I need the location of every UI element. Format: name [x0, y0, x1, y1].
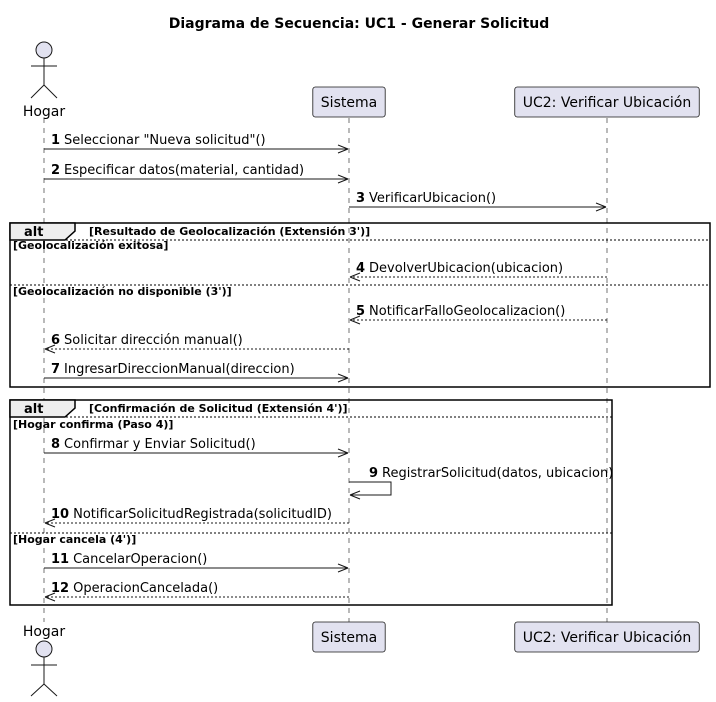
messages: 1 Seleccionar "Nueva solicitud"() 2 Especif…	[44, 133, 613, 602]
message-7: 7 IngresarDireccionManual(direccion)	[44, 362, 349, 383]
alt-fragment-1: alt [Resultado de Geolocalización (Extens…	[9, 222, 711, 388]
message-number: 5	[356, 304, 365, 319]
participant-label: Hogar	[23, 624, 66, 640]
participant-uc2-top: UC2: Verificar Ubicación	[514, 86, 700, 118]
message-9: 9 RegistrarSolicitud(datos, ubicacion)	[349, 466, 613, 500]
message-label: NotificarSolicitudRegistrada(solicitudID…	[73, 507, 332, 522]
message-number: 4	[356, 261, 365, 276]
message-2: 2 Especificar datos(material, cantidad)	[44, 163, 349, 184]
actor-icon	[35, 41, 53, 59]
message-number: 8	[51, 437, 60, 452]
participant-box	[514, 86, 700, 118]
fragment-label: [Confirmación de Solicitud (Extensión 4'…	[89, 402, 348, 415]
operand-guard: [Hogar confirma (Paso 4)]	[13, 418, 173, 431]
participant-box	[312, 621, 386, 653]
message-number: 3	[356, 191, 365, 206]
combined-fragments: alt [Resultado de Geolocalización (Extens…	[9, 222, 711, 606]
operand-guard: [Geolocalización no disponible (3')]	[13, 285, 232, 298]
actor-hogar-top: Hogar	[23, 41, 66, 120]
message-label: CancelarOperacion()	[73, 552, 207, 567]
fragment-label: [Resultado de Geolocalización (Extensión…	[89, 225, 370, 238]
message-number: 11	[51, 552, 69, 567]
message-number: 12	[51, 581, 69, 596]
participant-box	[312, 86, 386, 118]
participant-sistema-bottom: Sistema	[312, 621, 386, 653]
participant-label: Sistema	[321, 95, 377, 111]
message-5: 5 NotificarFalloGeolocalizacion()	[349, 304, 607, 325]
message-label: RegistrarSolicitud(datos, ubicacion)	[382, 466, 613, 481]
message-number: 10	[51, 507, 69, 522]
message-number: 6	[51, 333, 60, 348]
participant-label: UC2: Verificar Ubicación	[523, 95, 691, 111]
diagram-title: Diagrama de Secuencia: UC1 - Generar Sol…	[169, 16, 549, 32]
message-4: 4 DevolverUbicacion(ubicacion)	[349, 261, 607, 282]
alt-fragment-2: alt [Confirmación de Solicitud (Extensión…	[9, 399, 613, 606]
message-label: Seleccionar "Nueva solicitud"()	[64, 133, 266, 148]
fragment-operator-tab	[9, 222, 76, 241]
participant-label: UC2: Verificar Ubicación	[523, 630, 691, 646]
fragment-operator: alt	[24, 402, 43, 417]
lifelines	[43, 118, 608, 622]
fragment-frame	[9, 222, 711, 388]
participant-label: Sistema	[321, 630, 377, 646]
participant-box	[514, 621, 700, 653]
fragment-frame	[9, 399, 613, 606]
fragment-operator-tab	[9, 399, 76, 418]
message-6: 6 Solicitar dirección manual()	[44, 333, 349, 354]
message-label: Confirmar y Enviar Solicitud()	[64, 437, 256, 452]
message-label: DevolverUbicacion(ubicacion)	[369, 261, 563, 276]
actor-icon	[35, 640, 53, 658]
message-label: NotificarFalloGeolocalizacion()	[369, 304, 565, 319]
message-number: 1	[51, 133, 60, 148]
operand-guard: [Geolocalización exitosa]	[13, 239, 168, 252]
message-11: 11 CancelarOperacion()	[44, 552, 349, 573]
message-label: Solicitar dirección manual()	[64, 333, 243, 348]
actor-hogar-bottom: Hogar	[23, 624, 66, 697]
message-1: 1 Seleccionar "Nueva solicitud"()	[44, 133, 349, 154]
message-label: VerificarUbicacion()	[369, 191, 496, 206]
fragment-operator: alt	[24, 225, 43, 240]
message-label: OperacionCancelada()	[73, 581, 218, 596]
participant-label: Hogar	[23, 104, 66, 120]
participant-sistema-top: Sistema	[312, 86, 386, 118]
message-number: 2	[51, 163, 60, 178]
message-10: 10 NotificarSolicitudRegistrada(solicitud…	[44, 507, 349, 528]
message-arrow	[349, 481, 392, 496]
participant-uc2-bottom: UC2: Verificar Ubicación	[514, 621, 700, 653]
operand-guard: [Hogar cancela (4')]	[13, 533, 136, 546]
message-12: 12 OperacionCancelada()	[44, 581, 349, 602]
message-number: 9	[369, 466, 378, 481]
message-8: 8 Confirmar y Enviar Solicitud()	[44, 437, 349, 458]
message-label: Especificar datos(material, cantidad)	[64, 163, 304, 178]
message-label: IngresarDireccionManual(direccion)	[64, 362, 295, 377]
message-3: 3 VerificarUbicacion()	[349, 191, 607, 212]
message-number: 7	[51, 362, 60, 377]
